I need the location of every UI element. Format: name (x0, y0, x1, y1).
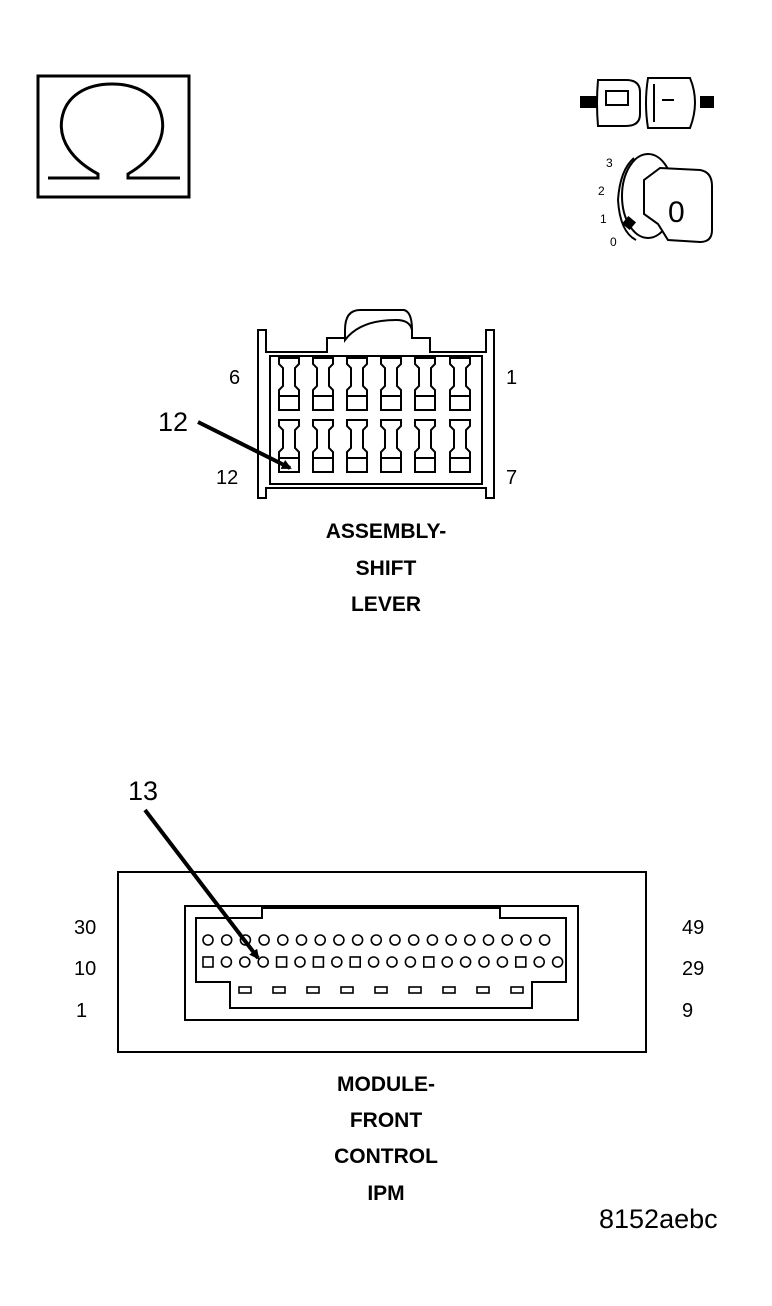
ipm-pin-row2 (551, 956, 564, 968)
ipm-pin-row1 (314, 934, 327, 946)
ipm-pin-row2 (367, 956, 380, 968)
ipm-pin-row1 (202, 934, 214, 946)
ipm-pin-row2-square (422, 956, 435, 968)
ipm-pin-row3-slot (238, 986, 252, 994)
ipm-pin-row1 (501, 934, 514, 946)
key-position-1: 1 (600, 212, 607, 226)
ipm-pin-row1 (445, 934, 457, 946)
key-position-2: 2 (598, 184, 605, 198)
ipm-pin-row2-square (202, 956, 214, 968)
shift-pin-label-1: 1 (506, 367, 517, 389)
ipm-pin-row3-slot (306, 986, 320, 994)
ipm-pin-row2 (386, 956, 398, 968)
ipm-pin-row3-slot (340, 986, 354, 994)
ipm-pin-row2 (459, 956, 472, 968)
disconnected-connector-icon (580, 77, 714, 129)
ipm-pin-row1 (276, 934, 289, 946)
shift-pin-terminal (414, 395, 436, 411)
ipm-pin-row3-slot (476, 986, 490, 994)
ipm-caption-line-3: CONTROL (334, 1145, 438, 1168)
ipm-pin-row3-slot (442, 986, 456, 994)
ipm-pin-row3-slot (374, 986, 388, 994)
ohm-meter-icon (36, 74, 191, 199)
ipm-pin-label-30: 30 (74, 917, 96, 939)
ipm-connector (117, 871, 647, 1053)
shift-lever-connector (257, 309, 495, 499)
shift-pin-label-12: 12 (216, 467, 238, 489)
key-position-3: 3 (606, 156, 613, 170)
ipm-caption-line-1: MODULE- (337, 1073, 435, 1096)
shift-pin-terminal (278, 395, 300, 411)
shift-pin-terminal (380, 395, 402, 411)
ipm-pin-row2 (220, 956, 233, 968)
shift-pin-terminal (346, 457, 368, 473)
ipm-pin-row2 (533, 956, 546, 968)
shift-caption-line-2: SHIFT (355, 557, 417, 580)
ipm-pin-row2 (478, 956, 490, 968)
ipm-pin-label-9: 9 (682, 1000, 693, 1022)
shift-pin-terminal (346, 395, 368, 411)
ipm-caption-line-4: IPM (367, 1182, 405, 1205)
shift-pin-terminal (380, 457, 402, 473)
shift-pin-label-7: 7 (506, 467, 517, 489)
shift-pin-terminal (449, 395, 471, 411)
shift-pin-terminal (312, 395, 334, 411)
ignition-key-icon (616, 153, 713, 244)
ipm-pin-row2-square (275, 956, 288, 968)
ipm-pin-row3-slot (510, 986, 524, 994)
callout-13-arrow (143, 808, 260, 960)
ipm-pin-row1 (520, 934, 532, 946)
ipm-pin-row2 (330, 956, 343, 968)
ipm-pin-row2-square (349, 956, 362, 968)
ipm-pin-row1 (482, 934, 495, 946)
shift-pin-terminal (414, 457, 436, 473)
shift-pin-terminal (312, 457, 334, 473)
ipm-pin-row1 (333, 934, 345, 946)
callout-12: 12 (158, 407, 188, 437)
key-position-0: 0 (610, 235, 617, 249)
shift-caption-line-1: ASSEMBLY- (325, 520, 447, 543)
ipm-pin-row2 (441, 956, 454, 968)
ipm-caption-line-2: FRONT (349, 1109, 423, 1132)
figure-id: 8152aebc (599, 1204, 718, 1234)
ipm-pin-row1 (538, 934, 551, 946)
ipm-pin-row2 (496, 956, 509, 968)
ipm-pin-row1 (426, 934, 439, 946)
ipm-pin-row1 (389, 934, 401, 946)
ipm-pin-row1 (351, 934, 364, 946)
callout-12-arrow (197, 420, 292, 470)
ipm-pin-row1 (295, 934, 308, 946)
ipm-pin-row2-square (312, 956, 325, 968)
ipm-pin-row3-slot (408, 986, 422, 994)
shift-pin-terminal (449, 457, 471, 473)
ipm-pin-row1 (407, 934, 420, 946)
ipm-pin-row2-square (514, 956, 527, 968)
callout-13: 13 (128, 776, 158, 806)
ipm-pin-row1 (370, 934, 383, 946)
ipm-pin-label-29: 29 (682, 958, 704, 980)
ipm-pin-label-49: 49 (682, 917, 704, 939)
ipm-pin-row2 (404, 956, 417, 968)
ipm-pin-row1 (220, 934, 233, 946)
ipm-pin-row3-slot (272, 986, 286, 994)
shift-caption-line-3: LEVER (350, 593, 421, 616)
ipm-pin-row2 (257, 956, 270, 968)
ipm-pin-row2 (239, 956, 251, 968)
shift-pin-label-6: 6 (229, 367, 240, 389)
ipm-pin-row1 (463, 934, 476, 946)
ipm-pin-row1 (258, 934, 270, 946)
ipm-pin-label-1: 1 (76, 1000, 87, 1022)
key-label: 0 (668, 196, 685, 229)
ipm-pin-row2 (294, 956, 306, 968)
ipm-pin-label-10: 10 (74, 958, 96, 980)
